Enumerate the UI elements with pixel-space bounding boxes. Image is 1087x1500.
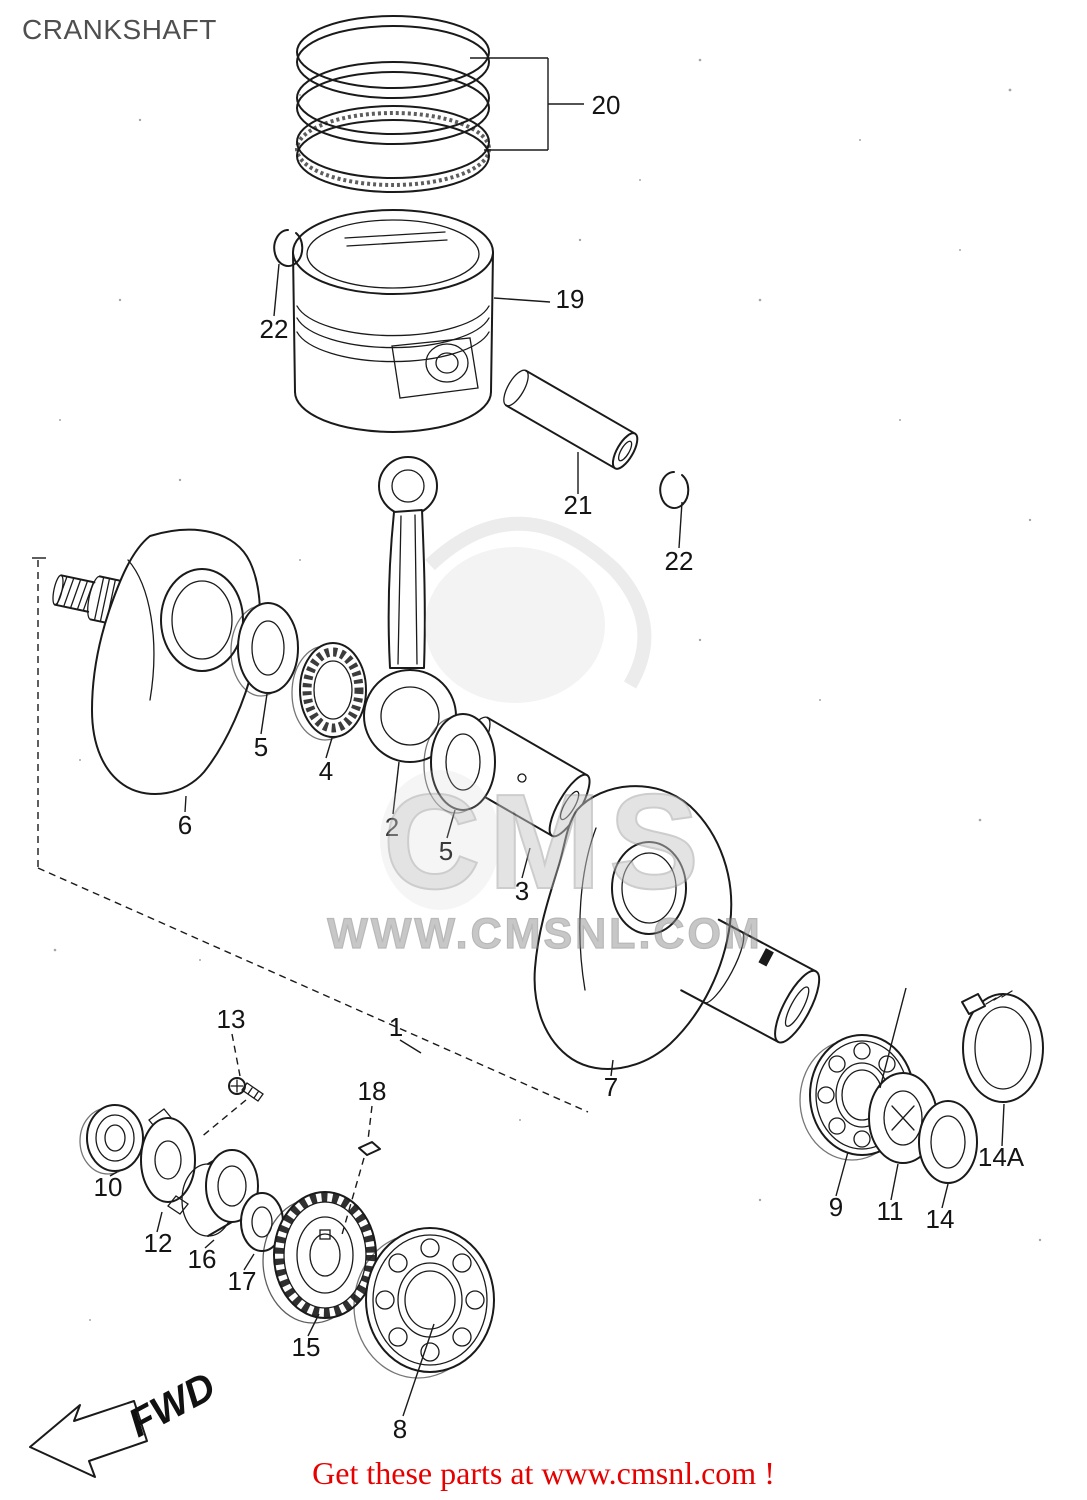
piston-pin-21-drawing bbox=[503, 369, 639, 470]
circlip-22-right-drawing bbox=[659, 471, 690, 509]
bearing-8-drawing bbox=[353, 1227, 495, 1379]
washer-5-right-drawing bbox=[423, 713, 496, 814]
part-label-4: 4 bbox=[319, 756, 333, 786]
part-labels: 20 19 22 21 22 5 4 2 6 5 3 1 13 18 7 10 … bbox=[94, 90, 1025, 1444]
part-label-8: 8 bbox=[393, 1414, 407, 1444]
part-label-13: 13 bbox=[217, 1004, 246, 1034]
part-label-19: 19 bbox=[556, 284, 585, 314]
assembly-1-dashed-outline bbox=[32, 557, 589, 1113]
watermark-url: WWW.CMSNL.COM bbox=[327, 910, 762, 958]
crank-web-6-drawing bbox=[91, 528, 261, 795]
part-label-3: 3 bbox=[515, 876, 529, 906]
connecting-rod-2-drawing bbox=[363, 456, 457, 763]
part-label-21: 21 bbox=[564, 490, 593, 520]
crank-web-7-drawing bbox=[533, 785, 733, 1071]
fwd-label: FWD bbox=[122, 1364, 223, 1446]
part-label-16: 16 bbox=[188, 1244, 217, 1274]
part-label-7: 7 bbox=[604, 1072, 618, 1102]
fwd-arrow-icon bbox=[29, 1400, 148, 1478]
part-label-1: 1 bbox=[389, 1012, 403, 1042]
part-label-5-left: 5 bbox=[254, 732, 268, 762]
part-label-14: 14 bbox=[926, 1204, 955, 1234]
leader-lines bbox=[109, 57, 1005, 1417]
piston-rings-20-drawing bbox=[295, 15, 491, 193]
piston-19-drawing bbox=[292, 209, 494, 433]
circlip-22-left-drawing bbox=[273, 229, 304, 267]
part-label-2: 2 bbox=[385, 812, 399, 842]
footer-parts-link[interactable]: Get these parts at www.cmsnl.com ! bbox=[312, 1455, 775, 1491]
part-label-11: 11 bbox=[877, 1196, 904, 1226]
page-title: CRANKSHAFT bbox=[22, 14, 217, 45]
part-label-14a: 14A bbox=[978, 1142, 1025, 1172]
snap-ring-14a-drawing bbox=[961, 990, 1044, 1103]
part-label-12: 12 bbox=[144, 1228, 173, 1258]
lock-plate-12-drawing bbox=[140, 1108, 196, 1215]
part-label-18: 18 bbox=[358, 1076, 387, 1106]
part-label-22-left: 22 bbox=[260, 314, 289, 344]
part-label-9: 9 bbox=[829, 1192, 843, 1222]
part-label-20: 20 bbox=[592, 90, 621, 120]
part-label-17: 17 bbox=[228, 1266, 257, 1296]
lock-washer-14-drawing bbox=[918, 1100, 978, 1184]
bearing-10-drawing bbox=[79, 1104, 144, 1175]
washer-5-left-drawing bbox=[230, 602, 299, 697]
watermark: CMS WWW.CMSNL.COM bbox=[327, 516, 762, 959]
gear-15-drawing bbox=[262, 1191, 377, 1324]
part-label-22-right: 22 bbox=[665, 546, 694, 576]
part-label-6: 6 bbox=[178, 810, 192, 840]
right-shaft-drawing bbox=[680, 918, 821, 1044]
watermark-monogram: CMS bbox=[383, 766, 707, 917]
part-label-15: 15 bbox=[292, 1332, 321, 1362]
key-18-drawing bbox=[358, 1141, 381, 1156]
scan-speckles bbox=[53, 58, 1042, 1321]
part-label-5-right: 5 bbox=[439, 836, 453, 866]
part-label-10: 10 bbox=[94, 1172, 123, 1202]
needle-bearing-4-drawing bbox=[291, 642, 367, 741]
screw-13-drawing bbox=[228, 1077, 264, 1102]
